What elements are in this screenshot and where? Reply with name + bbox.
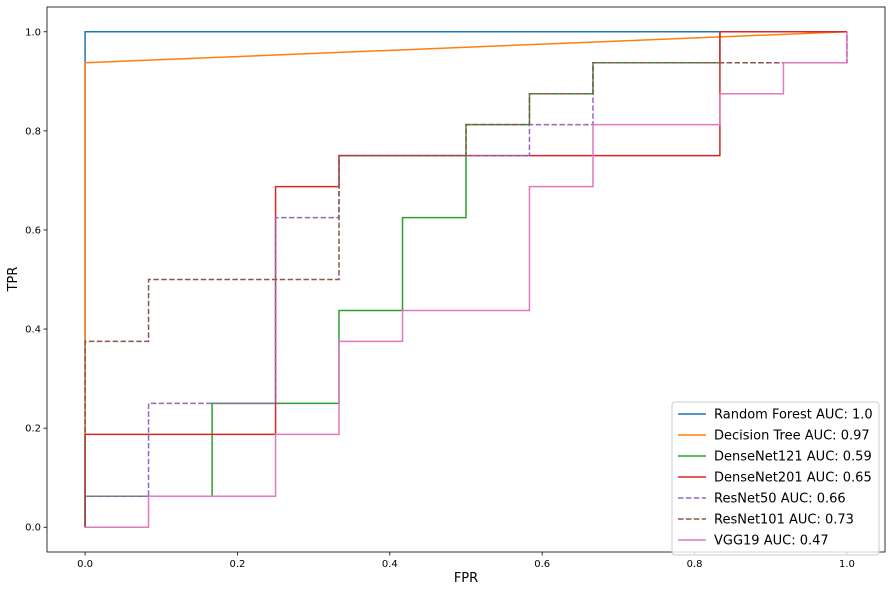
y-tick-label: 0.6 (25, 225, 41, 236)
series-line-6 (84, 31, 848, 528)
legend-box (671, 401, 880, 556)
series-layer (84, 31, 848, 528)
series-line-7 (85, 31, 848, 528)
x-tick-label: 0.8 (687, 559, 703, 570)
y-tick-label: 0.0 (25, 523, 41, 534)
x-axis-ticks: 0.0 0.2 0.4 0.6 0.8 1.0 (77, 552, 855, 570)
y-tick-label: 0.4 (25, 325, 41, 336)
x-tick-label: 1.0 (839, 559, 855, 570)
y-axis-label: TPR (6, 267, 21, 293)
legend-label-7: VGG19 AUC: 0.47 (714, 534, 829, 549)
legend-label-2: Decision Tree AUC: 0.97 (714, 429, 870, 444)
y-tick-label: 0.8 (25, 126, 41, 137)
legend-label-6: ResNet101 AUC: 0.73 (714, 513, 854, 528)
x-tick-label: 0.2 (230, 559, 246, 570)
y-axis-ticks: 0.0 0.2 0.4 0.6 0.8 1.0 (25, 27, 47, 534)
x-axis-label: FPR (454, 571, 478, 586)
x-tick-label: 0.6 (534, 559, 550, 570)
legend-label-1: Random Forest AUC: 1.0 (714, 408, 873, 423)
plot-frame (46, 6, 886, 553)
y-tick-label: 1.0 (25, 27, 41, 38)
legend-label-4: DenseNet201 AUC: 0.65 (714, 471, 872, 486)
x-tick-label: 0.4 (382, 559, 398, 570)
y-tick-label: 0.2 (25, 424, 41, 435)
x-tick-label: 0.0 (77, 559, 93, 570)
legend-label-5: ResNet50 AUC: 0.66 (714, 492, 846, 507)
legend-label-3: DenseNet121 AUC: 0.59 (714, 450, 872, 465)
